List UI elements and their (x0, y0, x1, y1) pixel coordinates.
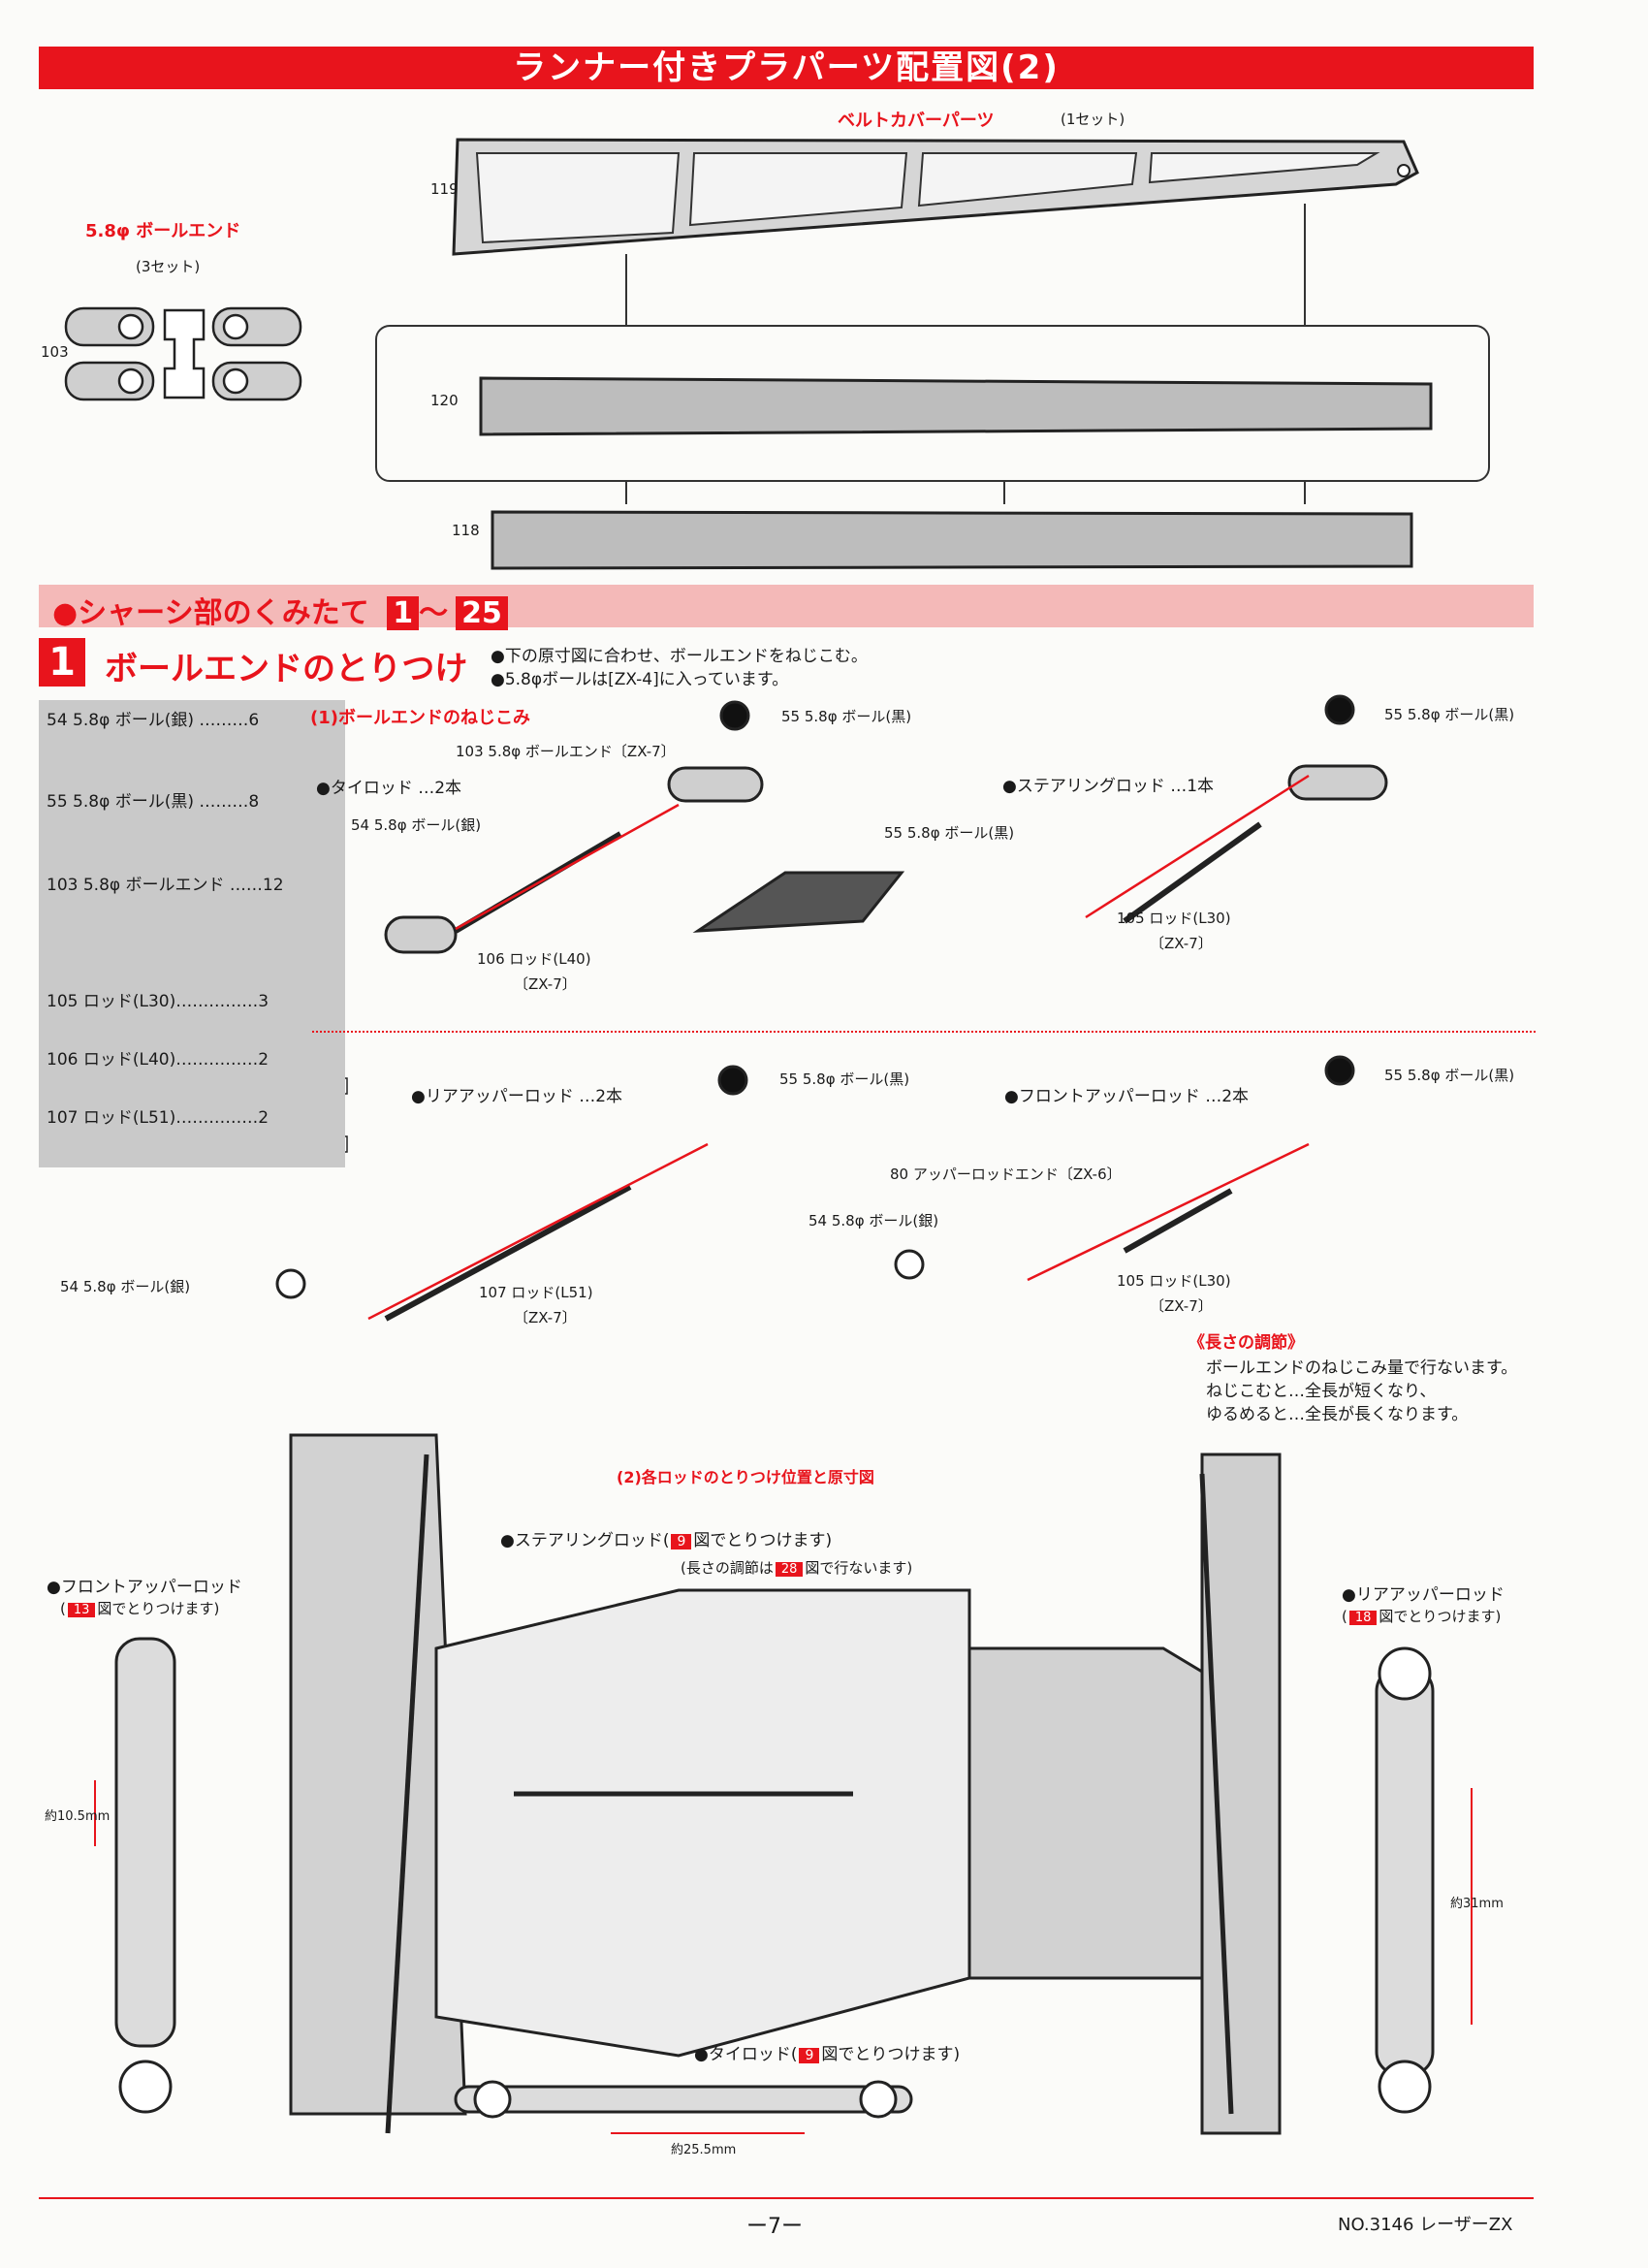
footer-line (39, 2197, 1534, 2199)
belt-cover-title: ベルトカバーパーツ (838, 111, 995, 131)
chassis-diagram (114, 1433, 1435, 2135)
parts-list-item: 103 5.8φ ボールエンド ……12 (47, 876, 284, 895)
tie-rod-dimension: 約25.5mm (671, 2143, 737, 2157)
dimension-lines (94, 1780, 1473, 2134)
step-note-1: ●下の原寸図に合わせ、ボールエンドをねじこむ。 (491, 647, 868, 666)
parts-list-item: 55 5.8φ ボール(黒) ………8 (47, 792, 260, 812)
part-number-118: 118 (452, 522, 480, 539)
part-number-120: 120 (430, 392, 459, 409)
adjust-ref-text: (長さの調節は (681, 1559, 774, 1577)
part-118 (491, 510, 1413, 570)
steering-rod-text: ●ステアリングロッド( (500, 1531, 670, 1550)
ball-black-label: 55 5.8φ ボール(黒) (779, 1070, 910, 1088)
rod-l51-label: 107 ロッド(L51) (479, 1284, 593, 1301)
section-title-text: ●シャーシ部のくみたて (52, 596, 369, 630)
part-number-119: 119 (430, 180, 459, 198)
ball-black-label: 55 5.8φ ボール(黒) (1384, 706, 1515, 723)
chassis-assembly-section: ●シャーシ部のくみたて 1〜25 (39, 585, 1534, 630)
ball-silver-label: 54 5.8φ ボール(銀) (808, 1212, 939, 1230)
part-number-103: 103 (41, 343, 69, 361)
section-range-sep: 〜 (419, 596, 449, 630)
rear-upper-rod-label: ●リアアッパーロッド …2本 (411, 1087, 623, 1106)
ball-end-set-103 (64, 306, 302, 401)
ball-end-title: 5.8φ ボールエンド (85, 221, 241, 241)
figure-ref-badge: 9 (799, 2048, 820, 2063)
length-adjust-line-2: ねじこむと…全長が短くなり、 (1206, 1382, 1437, 1401)
figure-ref-badge: 18 (1348, 1611, 1378, 1625)
parts-list-item: 105 ロッド(L30)……………3 (47, 992, 269, 1011)
runner-frame (375, 204, 1490, 504)
front-upper-rod-label: ●フロントアッパーロッド …2本 (1004, 1087, 1250, 1106)
part-120 (479, 376, 1433, 436)
length-adjust-line-1: ボールエンドのねじこみ量で行ないます。 (1206, 1358, 1518, 1378)
figure-ref-badge: 28 (775, 1562, 804, 1577)
rod-l30-label: 105 ロッド(L30) (1117, 1272, 1231, 1290)
ball-silver-label: 54 5.8φ ボール(銀) (351, 816, 482, 834)
rear-upper-dimension: 約31mm (1450, 1897, 1504, 1911)
section-range-start: 1 (387, 596, 420, 630)
sub2-title: (2)各ロッドのとりつけ位置と原寸図 (617, 1468, 874, 1486)
ball-black-label: 55 5.8φ ボール(黒) (884, 824, 1015, 842)
figure-ref-badge: 13 (67, 1603, 96, 1617)
parts-list-item: 107 ロッド(L51)……………2 (47, 1108, 269, 1128)
length-adjust-line-3: ゆるめると…全長が長くなります。 (1206, 1405, 1469, 1424)
ball-silver-label: 54 5.8φ ボール(銀) (60, 1278, 191, 1295)
belt-cover-qty: (1セット) (1061, 111, 1125, 128)
page-number: ー7ー (746, 2215, 803, 2239)
belt-cover-part-119 (452, 138, 1419, 256)
zx7-label: 〔ZX-7〕 (1150, 1297, 1213, 1315)
length-adjust-title: 《長さの調節》 (1188, 1333, 1304, 1353)
parts-list-item: 54 5.8φ ボール(銀) ………6 (47, 711, 260, 730)
zx7-label: 〔ZX-7〕 (514, 975, 577, 993)
parts-list-panel: 54 5.8φ ボール(銀) ………6 55 5.8φ ボール(黒) ………8 … (39, 700, 345, 1167)
front-upper-note: 図でとりつけます) (97, 1600, 220, 1617)
step-title: ボールエンドのとりつけ (105, 650, 468, 688)
section-range-end: 25 (456, 596, 508, 630)
ball-black-label: 55 5.8φ ボール(黒) (1384, 1067, 1515, 1084)
parts-list-item: 106 ロッド(L40)……………2 (47, 1050, 269, 1070)
adjust-ref-tail: 図で行ないます) (805, 1559, 913, 1577)
rod-l30-label: 105 ロッド(L30) (1117, 910, 1231, 927)
upper-rod-end-label: 80 アッパーロッドエンド〔ZX-6〕 (890, 1166, 1122, 1183)
step-number: 1 (39, 638, 85, 687)
model-number: NO.3146 レーザーZX (1338, 2215, 1513, 2235)
zx7-label: 〔ZX-7〕 (1150, 935, 1213, 952)
rod-l40-label: 106 ロッド(L40) (477, 950, 591, 968)
step-note-2: ●5.8φボールは[ZX-4]に入っています。 (491, 670, 789, 689)
page-title-banner: ランナー付きプラパーツ配置図(2) (39, 47, 1534, 89)
tie-rod-text: ●タイロッド( (694, 2045, 798, 2064)
ball-black-label: 55 5.8φ ボール(黒) (781, 708, 912, 725)
figure-ref-badge: 9 (671, 1534, 692, 1549)
steering-rod-tail: 図でとりつけます) (693, 1531, 833, 1550)
ball-end-zx7-label: 103 5.8φ ボールエンド〔ZX-7〕 (456, 743, 676, 760)
tie-rod-tail: 図でとりつけます) (821, 2045, 961, 2064)
assembly-arrows (367, 774, 1310, 1321)
steering-rod-label: ●ステアリングロッド …1本 (1002, 777, 1215, 796)
zx7-label: 〔ZX-7〕 (514, 1309, 577, 1326)
front-upper-position-label: ●フロントアッパーロッド (47, 1578, 242, 1597)
rear-upper-note: 図でとりつけます) (1379, 1608, 1502, 1625)
rear-upper-position-label: ●リアアッパーロッド (1342, 1585, 1505, 1605)
section-divider (312, 1031, 1536, 1033)
front-upper-dimension: 約10.5mm (45, 1809, 111, 1824)
sub1-title: (1)ボールエンドのねじこみ (310, 708, 530, 728)
tie-rod-label: ●タイロッド …2本 (316, 779, 462, 798)
ball-end-qty: (3セット) (136, 258, 201, 275)
section-title: ●シャーシ部のくみたて 1〜25 (52, 589, 508, 631)
